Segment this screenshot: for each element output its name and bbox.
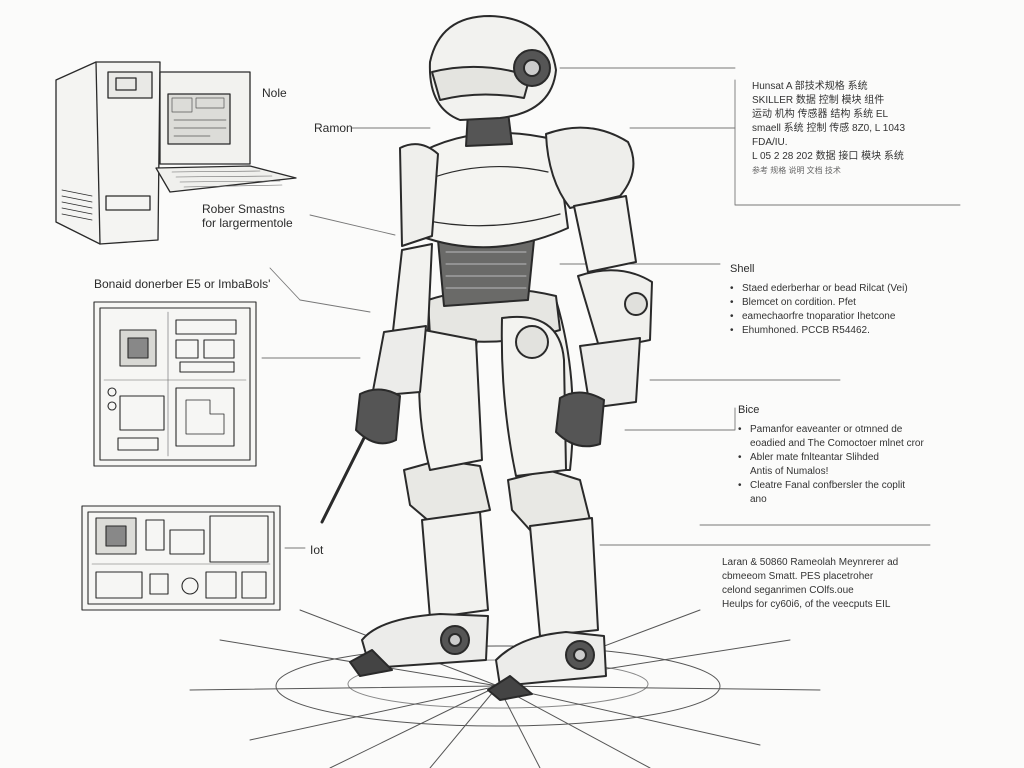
shell-item: Blemcet on cordition. Pfet <box>730 296 960 310</box>
spec-header-line: L 05 2 28 202 数据 接口 模块 系统 <box>752 150 952 164</box>
robot-figure <box>350 16 652 700</box>
spec-header-line: 运动 机构 传感器 结构 系统 EL <box>752 108 952 122</box>
spec-header-line: SKILLER 数据 控制 模块 组件 <box>752 94 952 108</box>
callout-ramon: Ramon <box>314 121 353 135</box>
callout-robot-line2: for largermentole <box>202 216 293 230</box>
bice-heading: Bice <box>738 403 968 417</box>
callout-bonaid: Bonaid donerber E5 or ImbaBols' <box>94 277 270 291</box>
shell-heading: Shell <box>730 262 960 276</box>
spec-header-footnote: 参考 规格 说明 文档 技术 <box>752 164 952 178</box>
shell-item: Staed ederberhar or bead Rilcat (Vei) <box>730 282 960 296</box>
shell-item: eamechaorfre tnoparatior Ihetcone <box>730 310 960 324</box>
shell-block: Shell Staed ederberhar or bead Rilcat (V… <box>730 262 960 338</box>
bice-list: Pamanfor eaveanter or otmned de eoadied … <box>738 423 968 507</box>
bice-item: Cleatre Fanal confbersler the coplit ano <box>738 479 968 507</box>
bice-item-line: eoadied and The Comoctoer mlnet cror <box>750 437 968 451</box>
circuit-board-main <box>94 302 256 466</box>
spec-header-line: smaell 系统 控制 传感 8Z0, L 1043 <box>752 122 952 136</box>
shell-list: Staed ederberhar or bead Rilcat (Vei) Bl… <box>730 282 960 338</box>
bice-item: Abler mate fnlteantar Slihded Antis of N… <box>738 451 968 479</box>
callout-robot-line1: Rober Smastns <box>202 202 285 216</box>
bottom-spec-line: Heulps for cy60i6, of the veecputs EIL <box>722 598 962 612</box>
bice-block: Bice Pamanfor eaveanter or otmned de eoa… <box>738 403 968 507</box>
spec-header-line: Hunsat A 部技术规格 系统 <box>752 80 952 94</box>
bottom-spec-line: cbmeeom Smatt. PES placetroher <box>722 570 962 584</box>
spec-header-block: Hunsat A 部技术规格 系统 SKILLER 数据 控制 模块 组件 运动… <box>752 80 952 178</box>
bice-item-line: Pamanfor eaveanter or otmned de <box>750 423 968 437</box>
callout-iot: Iot <box>310 543 323 557</box>
spec-header-line: FDA/IU. <box>752 136 952 150</box>
shell-item: Ehumhoned. PCCB R54462. <box>730 324 960 338</box>
bice-item-line: Cleatre Fanal confbersler the coplit <box>750 479 968 493</box>
bice-item-line: Abler mate fnlteantar Slihded <box>750 451 968 465</box>
bice-item: Pamanfor eaveanter or otmned de eoadied … <box>738 423 968 451</box>
bottom-spec-block: Laran & 50860 Rameolah Meynrerer ad cbme… <box>722 556 962 612</box>
circuit-board-secondary <box>82 506 280 610</box>
bottom-spec-line: Laran & 50860 Rameolah Meynrerer ad <box>722 556 962 570</box>
bice-item-line: ano <box>750 493 968 507</box>
bottom-spec-line: celond seganrimen COlfs.oue <box>722 584 962 598</box>
bice-item-line: Antis of Numalos! <box>750 465 968 479</box>
callout-note: Nole <box>262 86 287 100</box>
